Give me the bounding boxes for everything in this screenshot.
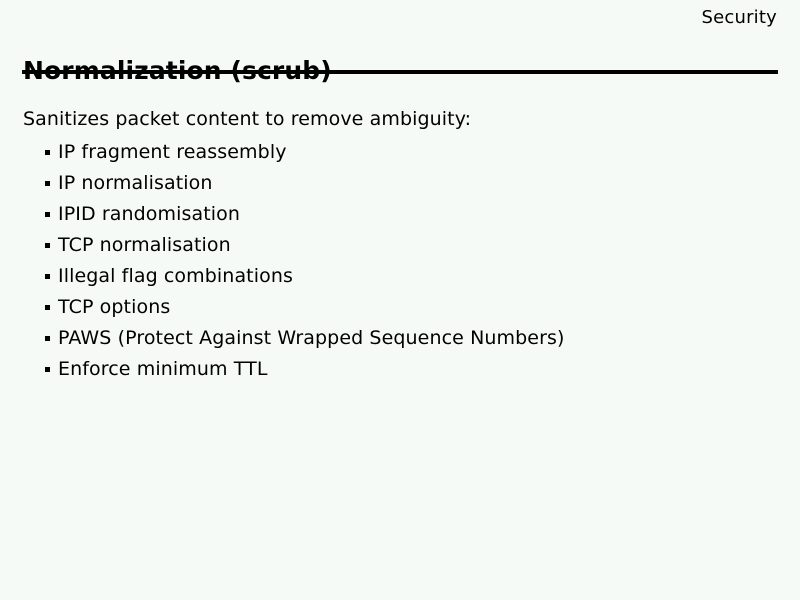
list-item: TCP normalisation (23, 230, 780, 261)
list-item: IP fragment reassembly (23, 137, 780, 168)
square-bullet-icon (45, 274, 50, 279)
slide-body: Sanitizes packet content to remove ambig… (23, 107, 780, 385)
list-item: TCP options (23, 292, 780, 323)
square-bullet-icon (45, 336, 50, 341)
list-item-label: PAWS (Protect Against Wrapped Sequence N… (58, 327, 565, 349)
square-bullet-icon (45, 305, 50, 310)
list-item: Enforce minimum TTL (23, 354, 780, 385)
title-divider (22, 70, 778, 74)
list-item-label: IPID randomisation (58, 203, 241, 225)
list-item: IPID randomisation (23, 199, 780, 230)
list-item-label: IP normalisation (58, 172, 213, 194)
square-bullet-icon (45, 212, 50, 217)
list-item-label: TCP options (58, 296, 171, 318)
list-item: Illegal flag combinations (23, 261, 780, 292)
list-item-label: IP fragment reassembly (58, 141, 287, 163)
feature-bullet-list: IP fragment reassembly IP normalisation … (23, 137, 780, 385)
list-item-label: TCP normalisation (58, 234, 231, 256)
slide-category-label: Security (701, 7, 777, 28)
square-bullet-icon (45, 367, 50, 372)
list-item-label: Illegal flag combinations (58, 265, 293, 287)
intro-text: Sanitizes packet content to remove ambig… (23, 108, 472, 130)
list-item-label: Enforce minimum TTL (58, 358, 268, 380)
square-bullet-icon (45, 181, 50, 186)
square-bullet-icon (45, 150, 50, 155)
list-item: IP normalisation (23, 168, 780, 199)
list-item: PAWS (Protect Against Wrapped Sequence N… (23, 323, 780, 354)
square-bullet-icon (45, 243, 50, 248)
